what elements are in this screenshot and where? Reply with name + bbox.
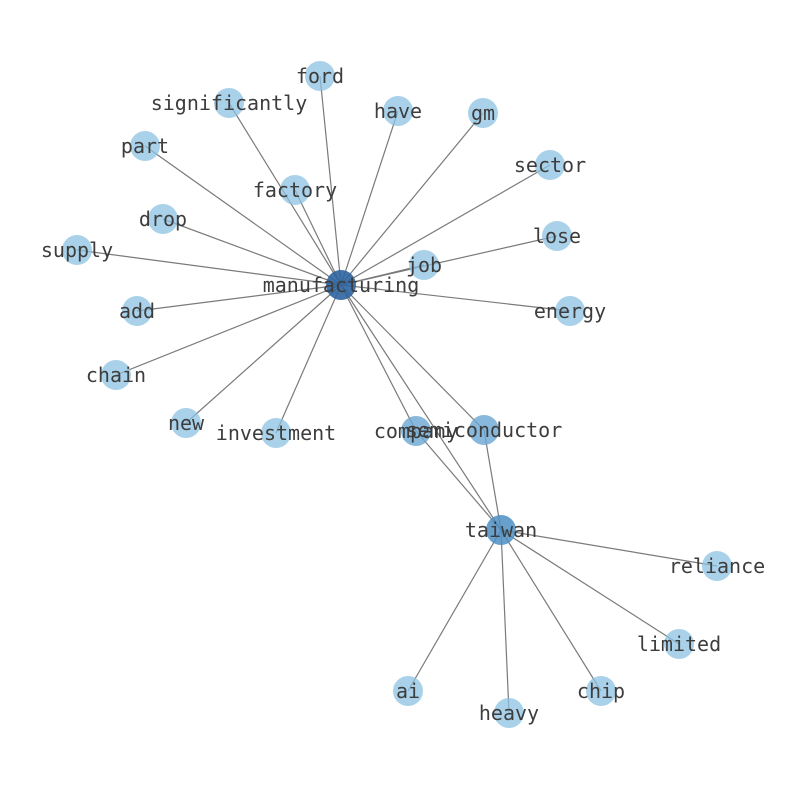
- node-add[interactable]: [122, 296, 152, 326]
- node-label-supply: supply: [41, 238, 113, 262]
- edge-manufacturing-gm: [340, 112, 484, 286]
- node-factory[interactable]: [280, 175, 310, 205]
- node-new[interactable]: [171, 408, 201, 438]
- node-heavy[interactable]: [494, 698, 524, 728]
- node-sector[interactable]: [535, 150, 565, 180]
- edge-manufacturing-taiwan: [340, 284, 502, 531]
- edge-manufacturing-sector: [340, 164, 551, 286]
- node-have[interactable]: [383, 96, 413, 126]
- node-label-job: job: [406, 253, 442, 277]
- node-label-heavy: heavy: [479, 701, 539, 725]
- node-drop[interactable]: [148, 204, 178, 234]
- node-label-part: part: [121, 134, 169, 158]
- edges-layer: [76, 75, 718, 714]
- edge-manufacturing-new: [185, 284, 342, 424]
- node-ai[interactable]: [393, 676, 423, 706]
- node-label-have: have: [374, 99, 422, 123]
- edge-taiwan-limited: [500, 529, 680, 645]
- node-reliance[interactable]: [702, 551, 732, 581]
- node-gm[interactable]: [468, 98, 498, 128]
- node-label-add: add: [119, 299, 155, 323]
- node-label-investment: investment: [216, 421, 336, 445]
- node-ford[interactable]: [305, 61, 335, 91]
- node-taiwan[interactable]: [486, 515, 516, 545]
- node-label-reliance: reliance: [669, 554, 765, 578]
- node-label-manufacturing: manufacturing: [263, 273, 420, 297]
- node-label-chain: chain: [86, 363, 146, 387]
- edge-manufacturing-chain: [115, 284, 342, 376]
- node-label-drop: drop: [139, 207, 187, 231]
- node-label-ai: ai: [396, 679, 420, 703]
- edge-manufacturing-supply: [76, 249, 342, 286]
- node-manufacturing[interactable]: [326, 270, 356, 300]
- node-part[interactable]: [130, 131, 160, 161]
- node-label-energy: energy: [534, 299, 606, 323]
- node-label-significantly: significantly: [151, 91, 308, 115]
- edge-taiwan-heavy: [500, 529, 510, 714]
- node-lose[interactable]: [542, 221, 572, 251]
- edge-manufacturing-energy: [340, 284, 571, 312]
- edge-company-taiwan: [415, 430, 502, 531]
- node-company[interactable]: [401, 416, 431, 446]
- edge-manufacturing-drop: [162, 218, 342, 286]
- edge-manufacturing-add: [136, 284, 342, 312]
- node-limited[interactable]: [664, 629, 694, 659]
- node-investment[interactable]: [261, 418, 291, 448]
- node-label-lose: lose: [533, 224, 581, 248]
- node-label-company: company: [374, 419, 458, 443]
- edge-manufacturing-factory: [294, 189, 342, 286]
- node-label-semiconductor: semiconductor: [406, 418, 563, 442]
- node-label-chip: chip: [577, 679, 625, 703]
- edge-manufacturing-part: [144, 145, 342, 286]
- nodes-layer: [62, 61, 732, 728]
- node-label-gm: gm: [471, 101, 495, 125]
- edge-manufacturing-company: [340, 284, 417, 432]
- node-label-ford: ford: [296, 64, 344, 88]
- node-label-limited: limited: [637, 632, 721, 656]
- node-chip[interactable]: [586, 676, 616, 706]
- node-semiconductor[interactable]: [469, 415, 499, 445]
- node-label-taiwan: taiwan: [465, 518, 537, 542]
- node-chain[interactable]: [101, 360, 131, 390]
- node-energy[interactable]: [555, 296, 585, 326]
- edge-manufacturing-investment: [275, 284, 342, 434]
- edge-taiwan-chip: [500, 529, 602, 692]
- node-job[interactable]: [409, 250, 439, 280]
- edge-taiwan-ai: [407, 529, 502, 692]
- node-label-sector: sector: [514, 153, 586, 177]
- edge-manufacturing-semiconductor: [340, 284, 485, 431]
- edge-manufacturing-ford: [319, 75, 342, 286]
- node-label-factory: factory: [253, 178, 337, 202]
- edge-semiconductor-taiwan: [483, 429, 502, 531]
- edge-taiwan-reliance: [500, 529, 718, 567]
- edge-manufacturing-have: [340, 110, 399, 286]
- node-label-new: new: [168, 411, 205, 435]
- node-significantly[interactable]: [214, 88, 244, 118]
- node-supply[interactable]: [62, 235, 92, 265]
